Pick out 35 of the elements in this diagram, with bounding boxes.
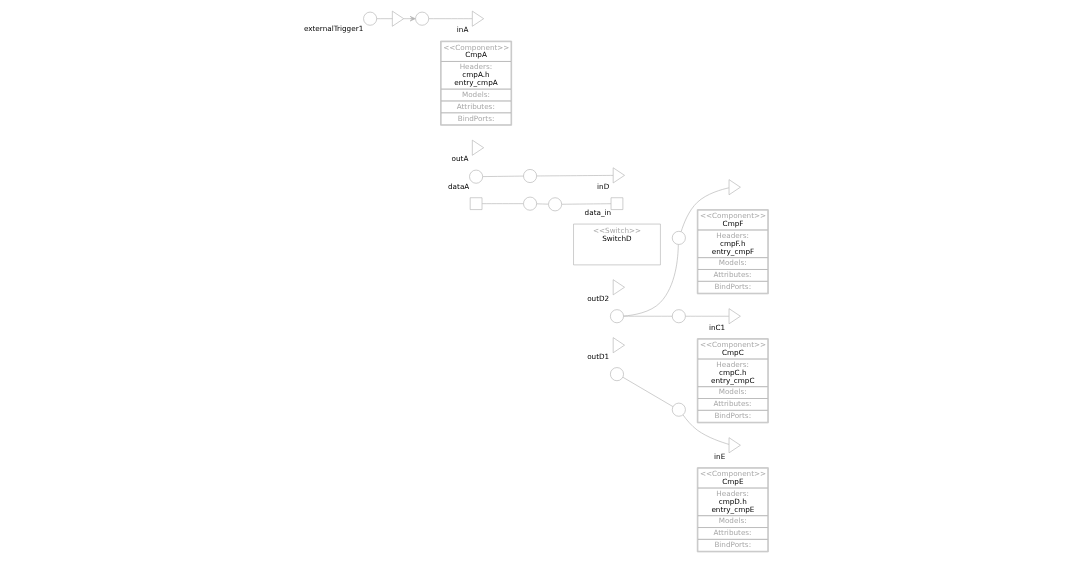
connector [536,175,613,177]
node-triangle [728,437,741,454]
node-triangle [391,10,404,27]
node-triangle [612,337,625,354]
node-circle [671,402,686,417]
node-triangle [612,279,625,296]
connector [375,18,393,19]
node-triangle [471,139,484,156]
arrow [402,16,416,22]
node-box [469,197,482,210]
connector [684,315,729,317]
node-circle [671,231,686,245]
node-circle [609,367,624,382]
connector [481,175,524,177]
node-circle [362,11,377,26]
node-circle [671,309,686,324]
connector [481,203,524,204]
connector [560,203,611,205]
connector [682,414,729,445]
connector [622,315,672,317]
node-circle [609,309,624,324]
connector [428,18,472,19]
node-triangle [612,167,625,184]
node-triangle [728,179,741,196]
connector [623,244,679,317]
node-triangle [471,10,484,27]
node-circle [468,169,483,184]
node-circle [547,197,562,212]
connector [680,187,729,232]
node-circle [522,169,537,183]
node-circle [414,11,429,26]
node-triangle [728,308,741,325]
connector [622,376,673,407]
node-circle [522,196,537,211]
node-box [610,197,623,210]
